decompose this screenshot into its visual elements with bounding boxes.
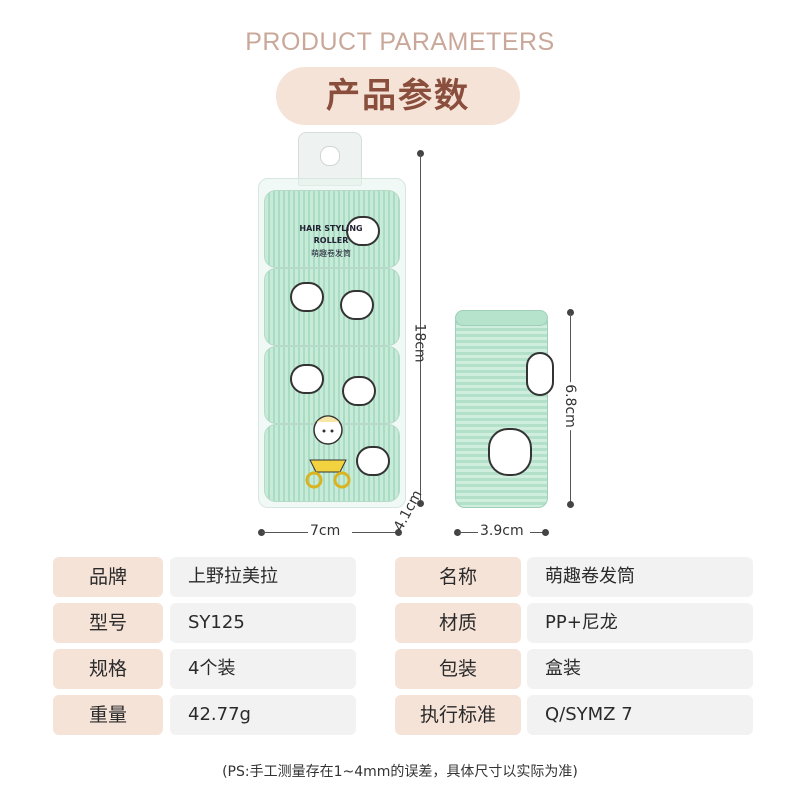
box-width-line-right <box>352 532 398 533</box>
spec-value-packaging: 盒装 <box>527 649 753 689</box>
spec-value-material: PP+尼龙 <box>527 603 753 643</box>
panda-icon <box>340 290 374 320</box>
spec-value-spec: 4个装 <box>170 649 356 689</box>
spec-label-name: 名称 <box>395 557 521 597</box>
panda-icon <box>342 376 376 406</box>
spec-value-weight: 42.77g <box>170 695 356 735</box>
dimension-endpoint-dot <box>417 150 424 157</box>
panda-icon <box>526 352 554 396</box>
roller-top-cap <box>455 310 548 326</box>
dimension-endpoint-dot <box>454 529 461 536</box>
measurement-note: (PS:手工测量存在1~4mm的误差，具体尺寸以实际为准) <box>222 764 578 780</box>
title-pill-background <box>276 67 520 125</box>
panda-icon <box>290 364 324 394</box>
hanger-hole <box>320 146 340 166</box>
spec-label-spec: 规格 <box>53 649 163 689</box>
dimension-endpoint-dot <box>542 529 549 536</box>
roller-width-label: 3.9cm <box>480 523 524 539</box>
box-width-line-left <box>262 532 308 533</box>
title-english: PRODUCT PARAMETERS <box>245 28 555 56</box>
panda-face-icon <box>488 428 532 476</box>
dimension-endpoint-dot <box>258 529 265 536</box>
roller-width-line-left <box>458 532 478 533</box>
spec-value-standard: Q/SYMZ 7 <box>527 695 753 735</box>
boxed-roller-2 <box>264 268 400 346</box>
box-width-label: 7cm <box>310 523 341 539</box>
roller-width-line-right <box>530 532 544 533</box>
spec-value-brand: 上野拉美拉 <box>170 557 356 597</box>
box-height-line <box>420 154 421 502</box>
title-chinese: 产品参数 <box>326 76 470 116</box>
spec-label-weight: 重量 <box>53 695 163 735</box>
dimension-endpoint-dot <box>567 501 574 508</box>
box-height-label: 18cm <box>411 323 428 363</box>
panda-icon <box>290 282 324 312</box>
dimension-endpoint-dot <box>567 309 574 316</box>
single-roller-image <box>455 312 548 508</box>
spec-value-model: SY125 <box>170 603 356 643</box>
box-label-line2: ROLLER <box>313 236 349 245</box>
dimension-endpoint-dot <box>417 500 424 507</box>
dimension-endpoint-dot <box>395 529 402 536</box>
box-label-line3: 萌趣卷发筒 <box>311 249 351 258</box>
boxed-roller-3 <box>264 346 400 424</box>
spec-label-packaging: 包装 <box>395 649 521 689</box>
roller-height-label: 6.8cm <box>561 382 578 430</box>
girl-on-scooter-illustration <box>305 415 351 489</box>
spec-label-standard: 执行标准 <box>395 695 521 735</box>
spec-label-model: 型号 <box>53 603 163 643</box>
panda-icon <box>346 216 380 246</box>
spec-label-material: 材质 <box>395 603 521 643</box>
box-label-line1: HAIR STYLING <box>299 224 363 233</box>
spec-value-name: 萌趣卷发筒 <box>527 557 753 597</box>
panda-icon <box>356 446 390 476</box>
spec-label-brand: 品牌 <box>53 557 163 597</box>
